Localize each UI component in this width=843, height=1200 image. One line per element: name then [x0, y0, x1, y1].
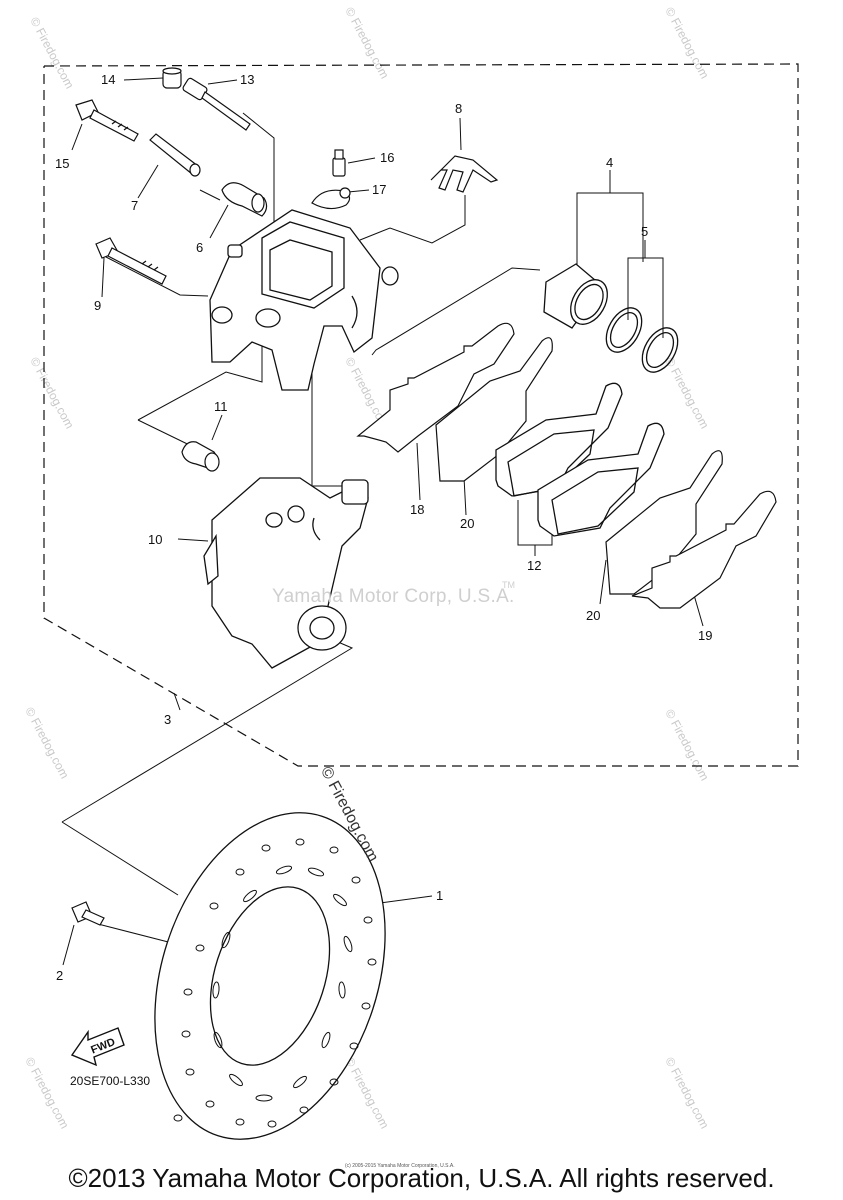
part-10-bracket	[203, 477, 369, 669]
caliper-body	[209, 209, 399, 391]
callout-6: 6	[196, 240, 203, 255]
callout-16: 16	[380, 150, 394, 165]
part-2-disc-bolt	[71, 901, 105, 926]
watermark-tile: © Firedog.com	[342, 1055, 391, 1131]
callout-17: 17	[372, 182, 386, 197]
watermark-tile: © Firedog.com	[22, 705, 71, 781]
watermark-tile: © Firedog.com	[662, 1055, 711, 1131]
trademark-mark: TM	[502, 580, 515, 590]
fwd-arrow-icon: FWD	[70, 1027, 125, 1067]
part-17-bleeder-cap	[311, 187, 351, 210]
callout-14: 14	[101, 72, 115, 87]
part-13-pad-pin	[182, 77, 251, 131]
watermark-tile: © Firedog.com	[662, 355, 711, 431]
callout-8: 8	[455, 101, 462, 116]
callout-11: 11	[214, 399, 228, 414]
callout-7: 7	[131, 198, 138, 213]
callout-15: 15	[55, 156, 69, 171]
callout-10: 10	[148, 532, 162, 547]
callout-4: 4	[606, 155, 613, 170]
part-19-shim	[631, 490, 777, 609]
part-11-boot	[181, 441, 220, 472]
callout-20-right: 20	[586, 608, 600, 623]
part-8-pad-spring	[430, 155, 499, 193]
callouts: 14 13 15 7 6 9 8 16 17 4 5 11 10 18 20 1…	[55, 72, 712, 983]
leader-lines	[61, 77, 704, 966]
watermark-tile: © Firedog.com	[342, 5, 391, 81]
copyright-footer: ©2013 Yamaha Motor Corporation, U.S.A. A…	[68, 1163, 775, 1193]
tiny-copyright-print: (c) 2005-2015 Yamaha Motor Corporation, …	[345, 1163, 455, 1169]
callout-1: 1	[436, 888, 443, 903]
part-1-brake-disc	[154, 812, 386, 1140]
part-7-sleeve	[149, 133, 201, 177]
callout-2: 2	[56, 968, 63, 983]
part-16-bleeder	[332, 149, 346, 177]
callout-20-left: 20	[460, 516, 474, 531]
watermark-tile: © Firedog.com	[27, 15, 76, 91]
part-5-seals	[605, 307, 679, 373]
assembly-boundary-dashed	[43, 63, 799, 767]
watermark-tile: © Firedog.com	[662, 707, 711, 783]
watermark-tile: © Firedog.com	[22, 1055, 71, 1131]
part-18-shim	[356, 322, 515, 453]
watermark-tile: © Firedog.com	[662, 5, 711, 81]
part-12-brake-pads	[495, 382, 665, 537]
callout-9: 9	[94, 298, 101, 313]
part-4-piston	[543, 263, 608, 329]
diagram-code: 20SE700-L330	[70, 1074, 151, 1088]
center-watermark: Yamaha Motor Corp, U.S.A.	[272, 586, 515, 607]
part-9-bolt	[95, 237, 167, 285]
callout-13: 13	[240, 72, 254, 87]
callout-12: 12	[527, 558, 541, 573]
callout-3: 3	[164, 712, 171, 727]
part-6-boot	[221, 182, 268, 217]
part-14-cap	[162, 67, 182, 89]
callout-19: 19	[698, 628, 712, 643]
part-15-bolt	[75, 99, 139, 142]
callout-18: 18	[410, 502, 424, 517]
callout-5: 5	[641, 224, 648, 239]
watermark-tile: © Firedog.com	[27, 355, 76, 431]
